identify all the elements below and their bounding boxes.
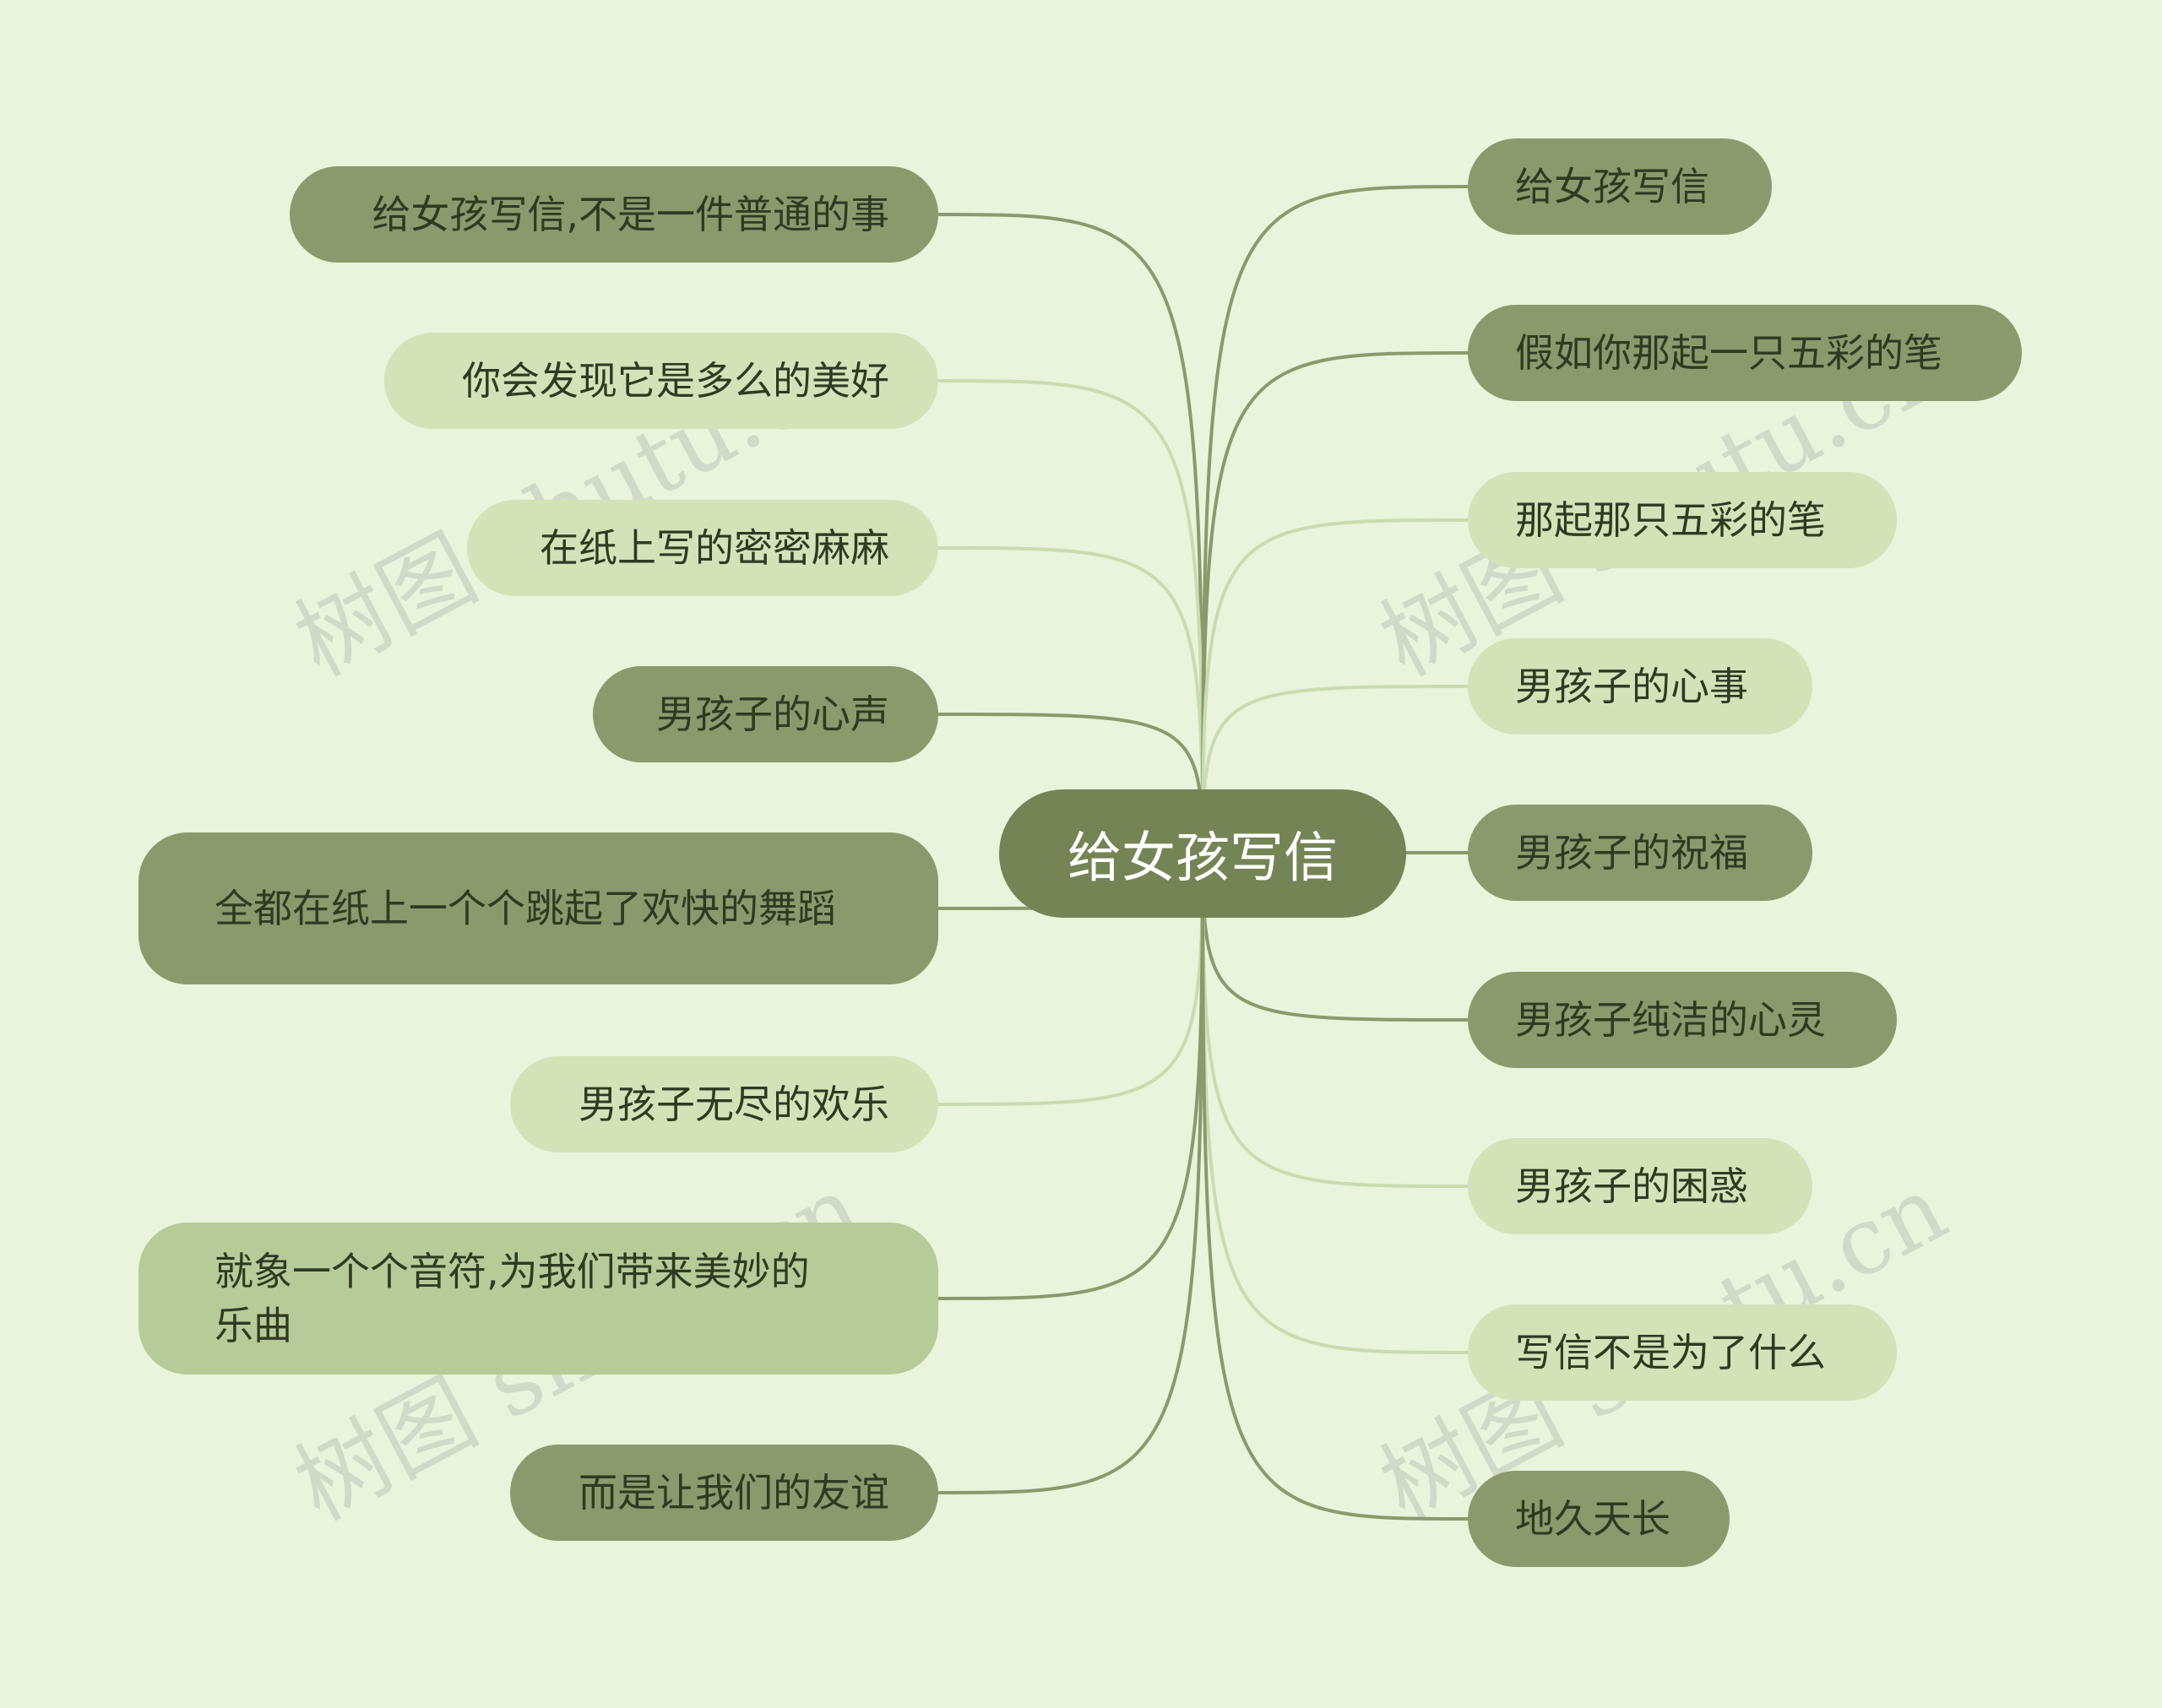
connector-line: [1201, 351, 1469, 854]
topic-node[interactable]: 地久天长: [1468, 1471, 1730, 1567]
topic-node[interactable]: 男孩子纯洁的心灵: [1468, 972, 1897, 1068]
connector-line: [937, 379, 1204, 854]
topic-node[interactable]: 在纸上写的密密麻麻: [467, 500, 938, 596]
connector-line: [937, 213, 1204, 854]
connector-line: [1201, 853, 1469, 1354]
topic-node[interactable]: 那起那只五彩的笔: [1468, 472, 1897, 568]
connector-line: [937, 853, 1204, 1300]
topic-node[interactable]: 你会发现它是多么的美好: [384, 333, 938, 429]
topic-node[interactable]: 男孩子的心事: [1468, 638, 1812, 735]
topic-node[interactable]: 男孩子的困惑: [1468, 1138, 1812, 1234]
topic-node[interactable]: 男孩子的祝福: [1468, 805, 1812, 901]
topic-node[interactable]: 写信不是为了什么: [1468, 1304, 1897, 1401]
topic-node[interactable]: 给女孩写信: [1468, 138, 1772, 235]
connector-line: [1201, 518, 1469, 854]
central-topic[interactable]: 给女孩写信: [999, 789, 1406, 918]
topic-node[interactable]: 而是让我们的友谊: [510, 1445, 938, 1541]
connector-line: [1201, 853, 1469, 1521]
connector-line: [937, 853, 1204, 1494]
topic-node[interactable]: 给女孩写信,不是一件普通的事: [290, 166, 938, 263]
topic-node[interactable]: 男孩子的心声: [593, 666, 938, 762]
topic-node[interactable]: 假如你那起一只五彩的笔: [1468, 305, 2022, 401]
topic-node[interactable]: 就象一个个音符,为我们带来美妙的乐曲: [139, 1223, 938, 1375]
connector-line: [1201, 185, 1469, 854]
topic-node[interactable]: 全都在纸上一个个跳起了欢快的舞蹈: [139, 832, 938, 984]
topic-node[interactable]: 男孩子无尽的欢乐: [510, 1056, 938, 1152]
connector-line: [937, 546, 1204, 854]
